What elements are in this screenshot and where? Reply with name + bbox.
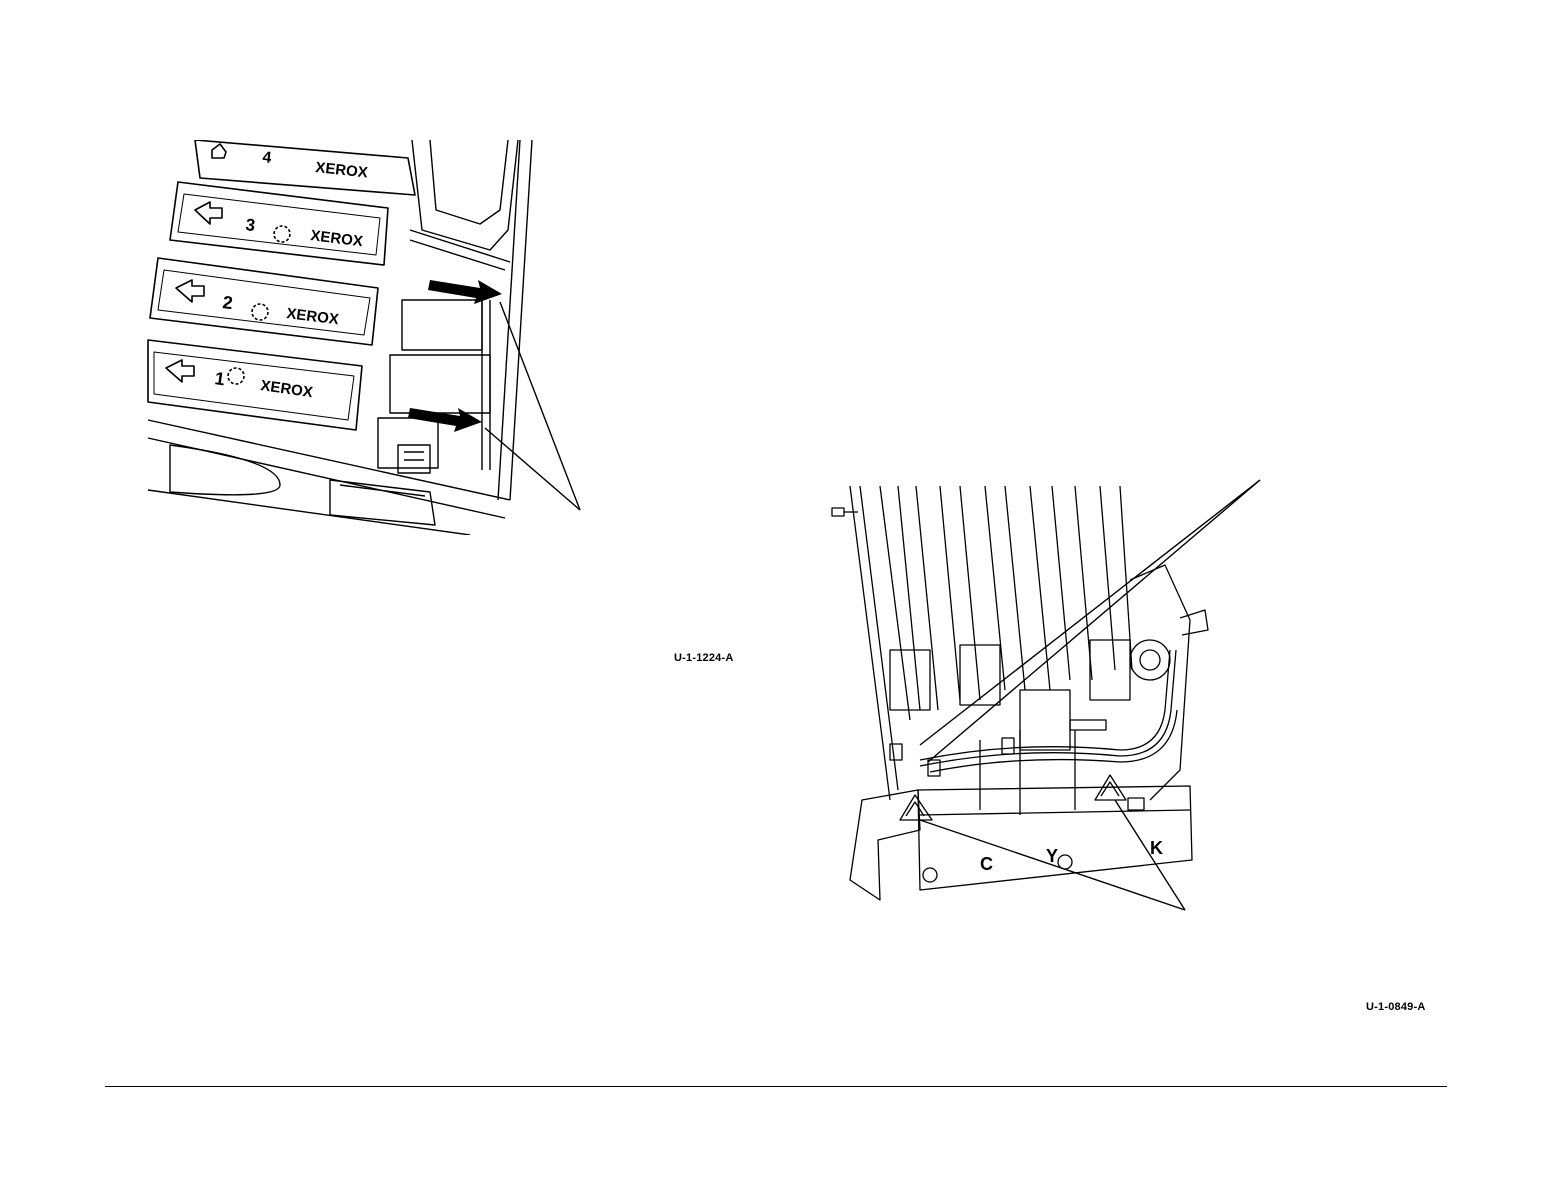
slot-letter-c: C: [980, 854, 993, 874]
slot-letter-k: K: [1150, 838, 1163, 858]
toner-tray-2: 2 XEROX: [150, 258, 378, 345]
toner-tray-3: 3 XEROX: [170, 182, 388, 265]
figure-1-id-label: U-1-1224-A: [674, 652, 733, 664]
arrow-lower: [408, 408, 482, 432]
dispense-assembly-illustration: C Y K: [820, 470, 1270, 920]
figure-2-id-label: U-1-0849-A: [1366, 1001, 1425, 1013]
figure-toner-trays: 4 XEROX 3 XEROX 2 XEROX 1: [140, 140, 600, 535]
toner-tray-illustration: 4 XEROX 3 XEROX 2 XEROX 1: [140, 140, 600, 535]
toner-tray-4: 4 XEROX: [195, 140, 415, 195]
figure-dispense-assembly: C Y K: [820, 470, 1270, 920]
footer-rule: [105, 1086, 1447, 1087]
toner-tray-1: 1 XEROX: [148, 340, 362, 430]
tray-4-number: 4: [262, 149, 273, 167]
